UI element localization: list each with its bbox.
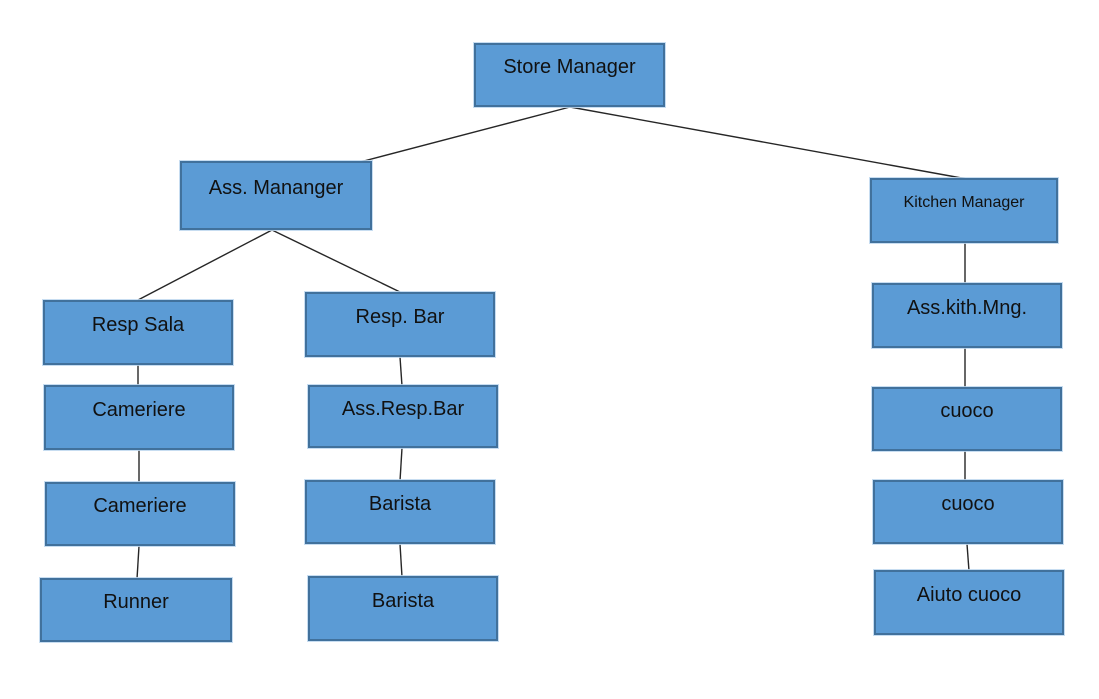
org-node-aiuto-cuoco: Aiuto cuoco [874,570,1064,635]
connector-store-to-ass-mananger [359,106,571,163]
connector-cameriere-2-to-runner [136,545,140,580]
org-node-label: Runner [103,591,169,613]
org-node-label: Ass.kith.Mng. [906,296,1028,319]
org-node-label: Ass.Resp.Bar [341,397,465,420]
org-node-label: cuoco [940,400,994,422]
org-node-label: Aiuto cuoco [916,583,1022,606]
org-node-label: Resp. Bar [355,305,445,328]
org-node-label: Resp Sala [91,313,185,336]
connector-ass-mananger-to-resp-sala [137,229,273,301]
connector-resp-bar-to-ass-resp-bar [399,356,403,387]
org-node-barista-1: Barista [305,480,495,544]
connector-barista-1-to-barista-2 [399,543,403,578]
org-node-resp-sala: Resp Sala [43,300,233,365]
org-node-label: Ass. Mananger [208,176,344,199]
org-node-label: Barista [368,493,432,515]
org-node-runner: Runner [40,578,232,642]
org-node-label: Barista [371,589,435,612]
org-node-kitchen-manager: Kitchen Manager [870,178,1058,243]
connector-store-to-kitchen-manager [569,106,968,180]
connector-ass-mananger-to-resp-bar [271,229,401,293]
org-node-resp-bar: Resp. Bar [305,292,495,357]
org-node-label: Kitchen Manager [903,193,1025,211]
org-node-store-manager: Store Manager [474,43,665,107]
org-node-label: Store Manager [503,56,636,78]
org-node-cameriere-2: Cameriere [45,482,235,546]
connector-ass-resp-bar-to-barista-1 [399,447,403,482]
connector-cuoco-2-to-aiuto-cuoco [966,543,970,572]
org-node-label: Cameriere [92,398,186,421]
org-node-ass-mananger: Ass. Mananger [180,161,372,230]
org-node-barista-2: Barista [308,576,498,641]
org-node-label: Cameriere [93,495,187,517]
org-node-cuoco-1: cuoco [872,387,1062,451]
org-node-ass-kith-mng: Ass.kith.Mng. [872,283,1062,348]
org-node-cameriere-1: Cameriere [44,385,234,450]
org-node-ass-resp-bar: Ass.Resp.Bar [308,385,498,448]
org-node-cuoco-2: cuoco [873,480,1063,544]
org-node-label: cuoco [941,493,995,515]
